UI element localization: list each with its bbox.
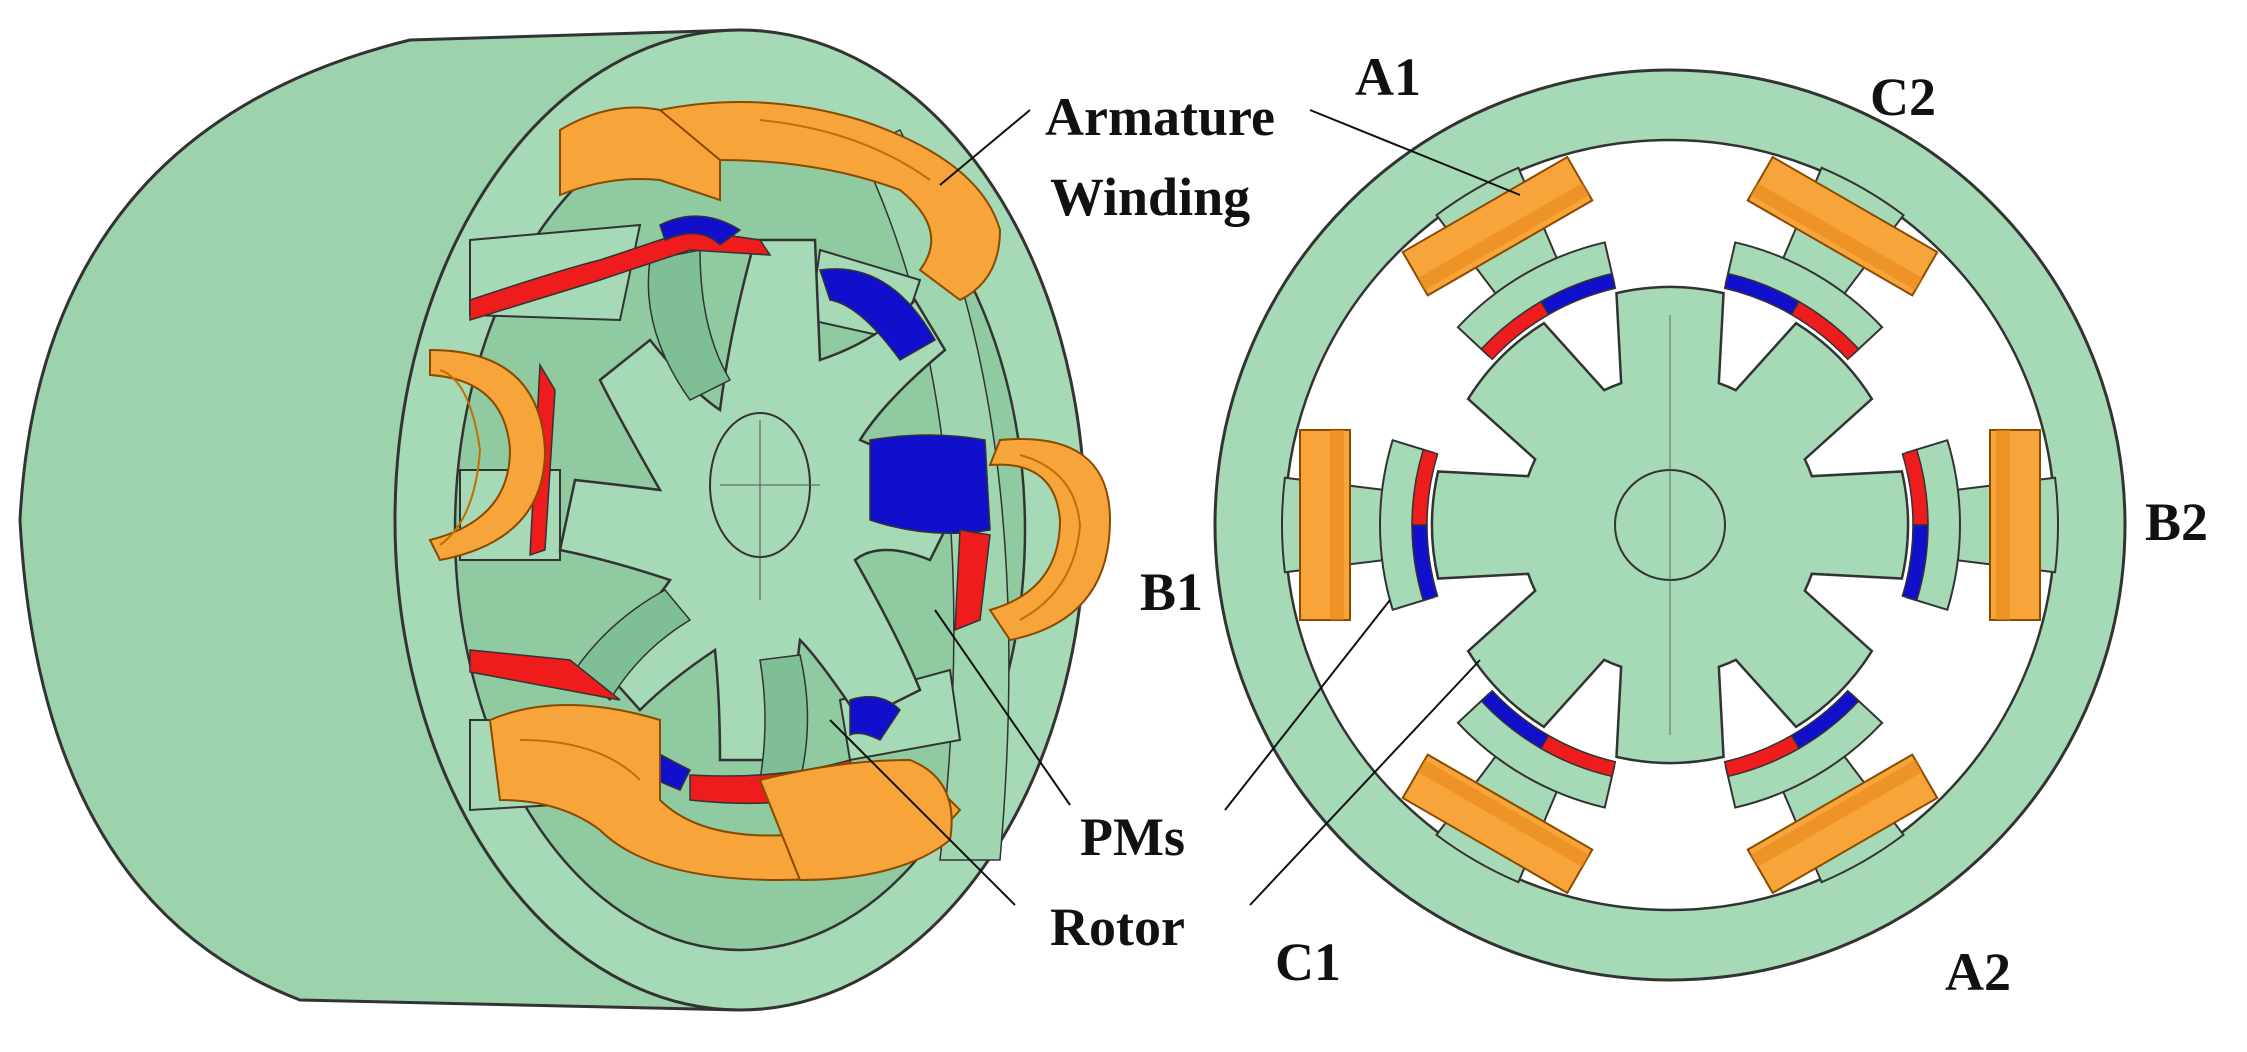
label-a1: A1 <box>1355 47 1421 107</box>
armature-coil <box>1299 429 1351 621</box>
rotor-3d <box>558 238 962 781</box>
coil-left <box>428 348 547 562</box>
armature-coil <box>1989 429 2041 621</box>
armature-coil <box>1746 155 1939 297</box>
pm-segment <box>1411 448 1439 526</box>
label-pms: PMs <box>1080 807 1185 867</box>
pms-xs <box>1411 272 1929 778</box>
pm-segment <box>1901 524 1929 602</box>
motor-cross-section <box>1213 68 2127 982</box>
armature-coils-3d <box>428 101 1112 882</box>
leader-pms-xs <box>1224 599 1391 811</box>
pm-segment <box>1539 272 1617 316</box>
rotor-xs <box>1430 285 1910 765</box>
armature-coils-xs <box>1299 155 2041 895</box>
leader-pms-3d <box>934 609 1071 806</box>
leader-armature-3d <box>939 109 1031 186</box>
label-c2: C2 <box>1870 67 1936 127</box>
leader-rotor-xs <box>1249 659 1481 906</box>
pm-segment <box>1790 300 1860 361</box>
pm-segment <box>1480 689 1550 750</box>
label-rotor: Rotor <box>1050 897 1185 957</box>
armature-coil <box>1401 155 1594 297</box>
coil-top <box>559 106 721 202</box>
labels: Armature Winding A1 C2 B1 B2 PMs Rotor C… <box>1045 47 2208 1002</box>
coil-right <box>988 438 1112 642</box>
label-b1: B1 <box>1140 562 1203 622</box>
label-c1: C1 <box>1275 932 1341 992</box>
leader-lines <box>829 109 1521 906</box>
label-b2: B2 <box>2145 492 2208 552</box>
leader-rotor-3d <box>829 719 1016 906</box>
label-armature: Armature <box>1045 87 1275 147</box>
motor-3d-view <box>18 28 1112 1012</box>
armature-coil <box>1401 753 1594 895</box>
leader-armature-xs <box>1309 109 1521 196</box>
pm-segment <box>1723 734 1801 778</box>
label-a2: A2 <box>1945 942 2011 1002</box>
label-winding: Winding <box>1050 167 1250 227</box>
armature-coil <box>1746 753 1939 895</box>
